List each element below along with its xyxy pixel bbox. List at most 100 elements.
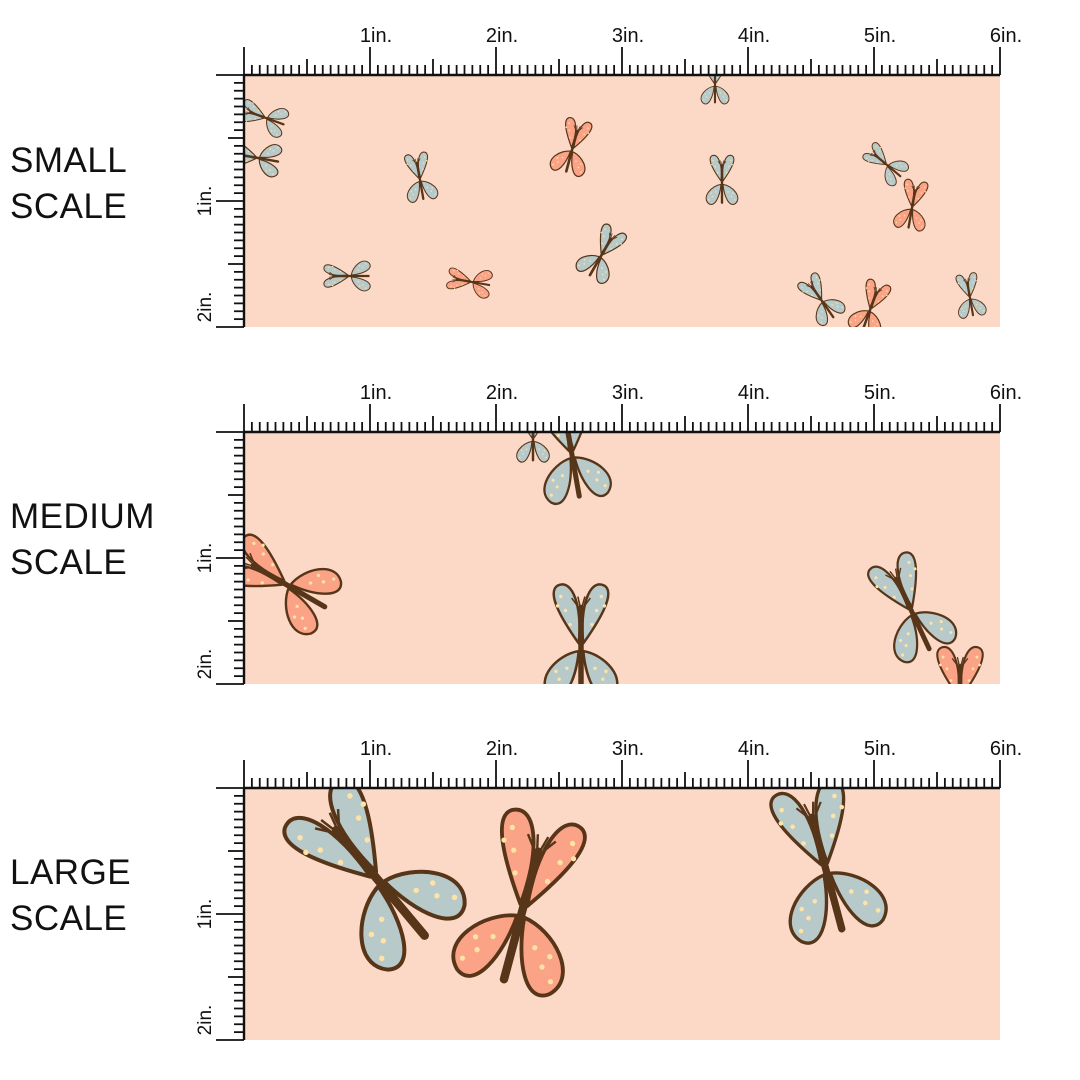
wing-dot [888,173,891,175]
wing [267,107,290,120]
wing-dot [711,163,713,166]
wing-dot [257,109,260,112]
wing-dot [920,219,922,221]
wing-dot [707,65,708,66]
wing-dot [730,195,733,198]
wing-dot [276,134,278,136]
wing-dot [277,110,280,113]
wing-dot [915,217,918,219]
side-ruler-label: 1in. [195,186,216,217]
wing-dot [831,303,833,306]
top-ruler-label: 6in. [990,738,1022,760]
top-ruler-label: 5in. [864,382,896,404]
scale-label-line: LARGE [10,853,132,892]
wing [595,257,610,284]
wing [913,611,958,645]
wing-dot [478,292,480,294]
wing-dot [246,578,250,582]
wing-dot [316,573,321,578]
wing-dot [274,130,276,132]
wing-dot [280,113,282,115]
wing-dot [868,290,870,293]
wing-dot [871,159,873,162]
wing [244,155,257,167]
wing-dot [868,297,870,299]
wing-dot [904,187,906,189]
wing-dot [817,282,819,285]
wing-dot [297,834,303,841]
wing [571,151,586,178]
wing-dot [602,604,607,608]
wing-dot [355,815,362,821]
wing-dot [714,165,716,168]
wing-dot [819,289,821,291]
wing-dot [961,307,963,310]
wing [893,208,912,228]
wing-dot [603,278,605,281]
side-ruler-label: 1in. [195,543,216,574]
butterfly-pattern [282,788,888,998]
butterfly-antenna [911,185,921,193]
wing-dot [610,247,613,250]
wing-dot [722,96,725,98]
wing-dot [271,563,275,567]
butterfly-antenna [711,65,718,70]
wing [884,165,897,187]
wing-dot [801,841,806,846]
butterfly [847,278,892,327]
wing-dot [453,270,455,272]
butterfly-antenna [806,280,814,288]
wing [259,144,283,158]
wing-dot [708,92,711,94]
butterfly-body [455,278,491,287]
butterfly-body [250,562,328,610]
fabric-swatch [244,432,1000,684]
butterfly-antenna [571,596,591,612]
wing-dot [587,132,590,134]
wing-dot [820,321,822,324]
wing-dot [583,263,586,265]
wing-dot [360,801,367,807]
wing-dot [865,287,868,289]
butterfly [797,272,846,327]
wing [382,869,467,921]
wing [350,276,371,292]
wing-dot [481,291,484,294]
wing-dot [410,164,412,167]
wing-dot [924,190,926,193]
wing-dot [945,667,949,671]
wing [823,299,846,314]
wing-dot [308,581,313,585]
wing-dot [811,294,813,297]
wing [962,703,990,741]
wing-dot [602,235,605,238]
wing-dot [920,192,923,194]
wing-dot [365,287,367,289]
wing-dot [918,222,920,224]
wing-dot [939,663,942,667]
wing-dot [940,725,943,728]
scale-label-line: MEDIUM [10,497,155,536]
wing-dot [887,177,889,179]
wing-dot [708,199,710,201]
wing-dot [886,290,888,292]
wing-dot [873,326,876,327]
wing-dot [900,165,903,167]
top-ruler-label: 5in. [864,738,896,760]
side-ruler-label: 2in. [195,292,216,323]
wing-dot [269,169,271,171]
wing-dot [248,102,250,104]
wing-dot [963,289,965,291]
wing-dot [977,725,980,728]
wing-dot [908,196,910,198]
wing-dot [726,172,728,174]
wing-dot [267,152,269,155]
wing-dot [975,655,979,659]
butterfly-body [966,281,975,317]
wing-dot [232,575,237,580]
butterfly-pattern [244,65,987,327]
wing-dot [921,226,923,228]
wing-dot [908,574,913,578]
wing-dot [347,793,353,799]
top-ruler-label: 6in. [990,382,1022,404]
